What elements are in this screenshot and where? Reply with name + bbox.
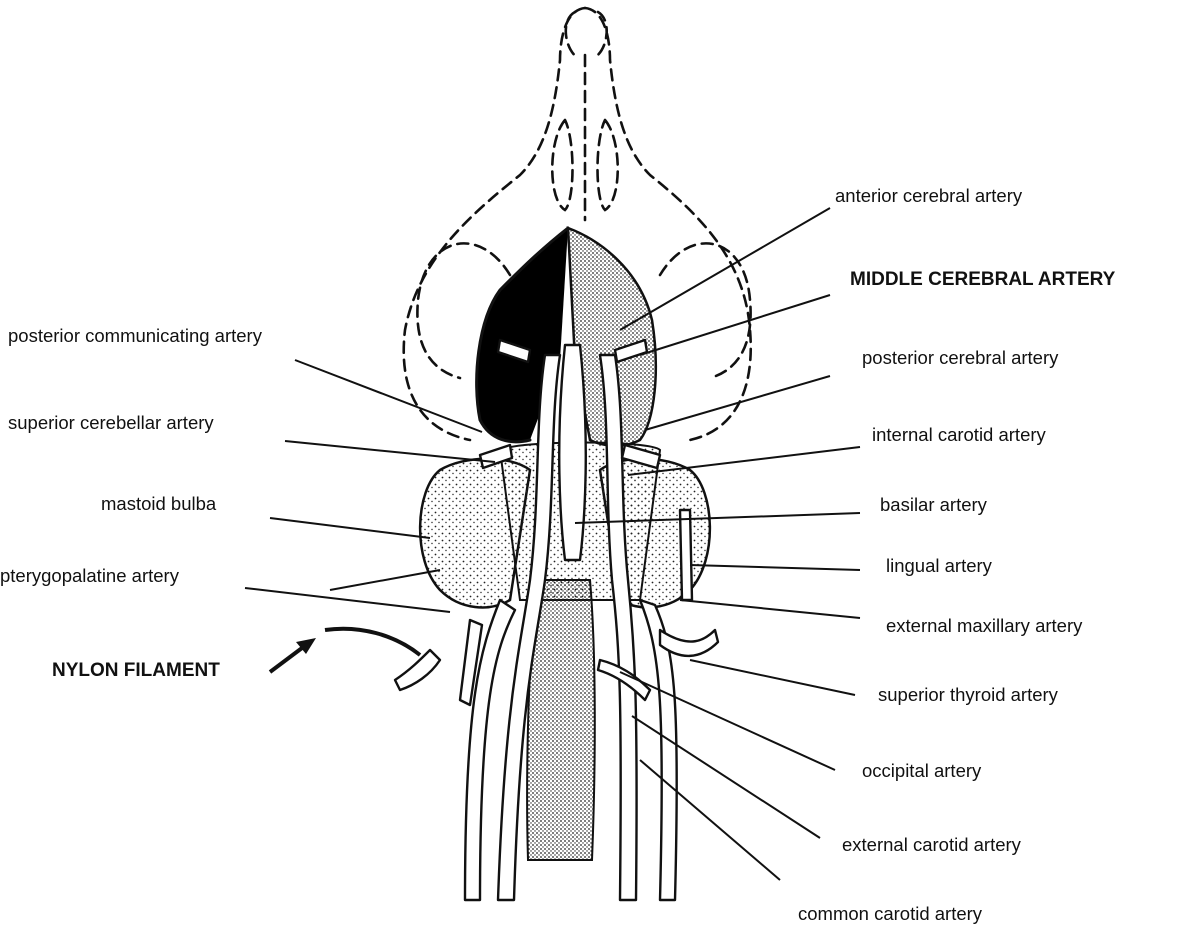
- label-mastoid-bulba: mastoid bulba: [101, 493, 217, 514]
- label-superior-cerebellar-artery: superior cerebellar artery: [8, 412, 214, 433]
- label-basilar-artery: basilar artery: [880, 494, 988, 515]
- label-superior-thyroid-artery: superior thyroid artery: [878, 684, 1059, 705]
- label-pterygopalatine-artery: pterygopalatine artery: [0, 565, 180, 586]
- label-common-carotid-artery: common carotid artery: [798, 903, 983, 924]
- label-anterior-cerebral-artery: anterior cerebral artery: [835, 185, 1023, 206]
- label-internal-carotid-artery: internal carotid artery: [872, 424, 1047, 445]
- label-external-maxillary-artery: external maxillary artery: [886, 615, 1083, 636]
- label-nylon-filament: NYLON FILAMENT: [52, 660, 220, 681]
- label-posterior-cerebral-artery: posterior cerebral artery: [862, 347, 1059, 368]
- label-occipital-artery: occipital artery: [862, 760, 982, 781]
- label-external-carotid-artery: external carotid artery: [842, 834, 1022, 855]
- label-lingual-artery: lingual artery: [886, 555, 993, 576]
- label-middle-cerebral-artery: MIDDLE CEREBRAL ARTERY: [850, 269, 1116, 290]
- label-posterior-communicating-artery: posterior communicating artery: [8, 325, 263, 346]
